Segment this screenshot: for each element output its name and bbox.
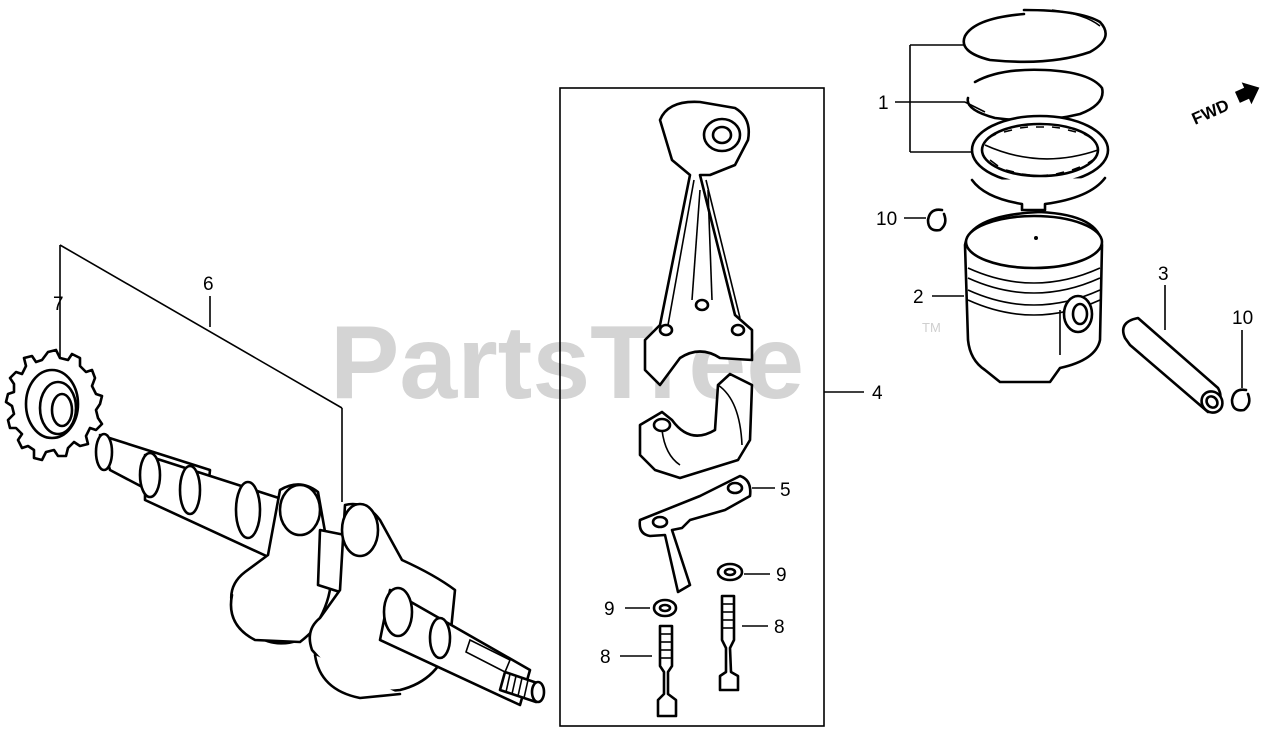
piston-ring-second — [964, 68, 1104, 122]
callout-10-right: 10 — [1232, 308, 1253, 329]
piston-ring-rail — [970, 176, 1107, 212]
callout-7: 7 — [53, 294, 64, 315]
callout-6: 6 — [203, 274, 214, 295]
lock-washer-right — [716, 562, 744, 582]
piston-pin — [1121, 316, 1224, 414]
piston-ring-top — [962, 8, 1107, 64]
piston-pin-clip-right — [1230, 388, 1251, 412]
rod-bolt-left — [656, 624, 678, 718]
callout-1: 1 — [878, 93, 889, 114]
lock-washer-left — [652, 598, 678, 618]
ring-callout-lines — [895, 44, 975, 153]
fwd-label: FWD — [1189, 96, 1232, 129]
timing-gear — [4, 348, 104, 462]
oil-dipper — [638, 474, 752, 594]
watermark-trademark: TM — [922, 320, 941, 335]
callout-3: 3 — [1158, 264, 1169, 285]
crankshaft-callout-lines — [59, 244, 343, 502]
callout-9-left: 9 — [604, 599, 615, 620]
callout-8-left: 8 — [600, 647, 611, 668]
callout-9-right: 9 — [776, 565, 787, 586]
piston-pin-clip-left — [926, 208, 947, 232]
callout-5: 5 — [780, 480, 791, 501]
callout-10-left: 10 — [876, 209, 897, 230]
callout-2: 2 — [913, 287, 924, 308]
piston — [963, 210, 1104, 384]
rod-bolt-right — [718, 594, 740, 692]
rod-cap — [638, 372, 754, 480]
fwd-arrow-icon: FWD — [1189, 82, 1260, 129]
piston-ring-oil — [970, 114, 1110, 186]
connecting-rod — [643, 100, 754, 387]
connecting-rod-assembly-frame — [559, 87, 864, 727]
crankshaft — [94, 432, 546, 707]
callout-4: 4 — [872, 383, 883, 404]
callout-8-right: 8 — [774, 617, 785, 638]
